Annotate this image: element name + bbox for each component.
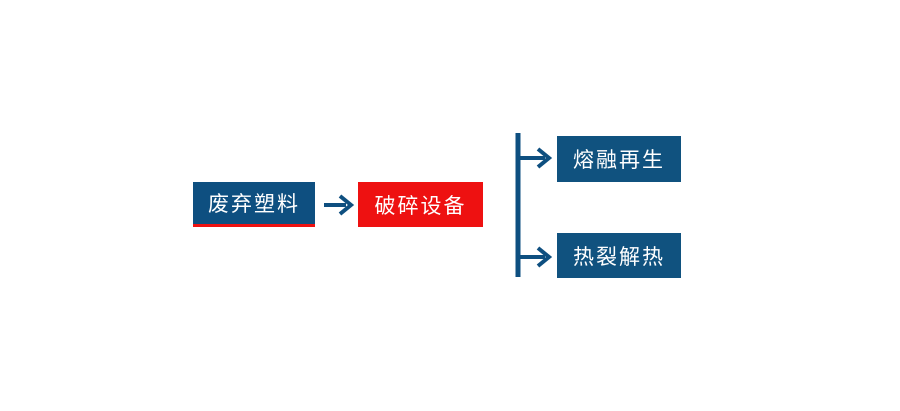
arrow-right-icon (322, 190, 356, 220)
branch-connector-bracket (505, 125, 565, 285)
node-output-pyrolysis[interactable]: 热裂解热 (557, 233, 681, 278)
node-input-waste-plastic[interactable]: 废弃塑料 (193, 182, 315, 227)
node-output-top-label: 熔融再生 (573, 148, 665, 172)
node-output-bottom-label: 热裂解热 (573, 244, 665, 269)
node-process-label: 破碎设备 (374, 193, 467, 218)
node-input-label: 废弃塑料 (208, 192, 300, 216)
node-process-crushing-equipment[interactable]: 破碎设备 (358, 182, 483, 227)
node-output-melt-regeneration[interactable]: 熔融再生 (557, 136, 681, 182)
